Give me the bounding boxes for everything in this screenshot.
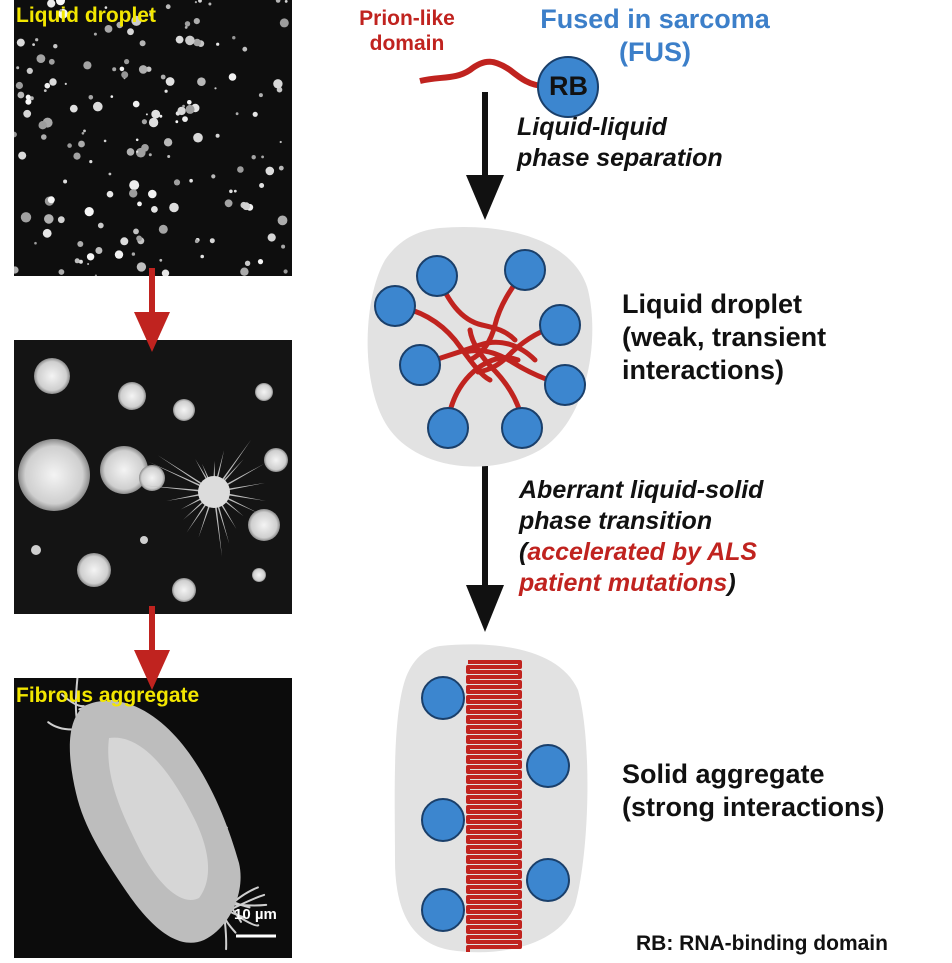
- micrograph-liquid-droplets: Liquid droplet: [14, 0, 292, 276]
- step2-line-1: Aberrant liquid-solid: [519, 476, 764, 504]
- state1-line-1: Liquid droplet: [622, 289, 802, 319]
- liquid-droplet-schematic: [367, 226, 593, 467]
- solid-aggregate-state-label: Solid aggregate (strong interactions): [622, 758, 885, 824]
- step2-als-text: accelerated by ALS: [527, 538, 758, 566]
- step2-mutations-text: patient mutations: [519, 569, 728, 597]
- step-aberrant-liquid-solid-transition: Aberrant liquid-solid phase transition (…: [519, 475, 763, 599]
- step2-open-paren: (: [519, 538, 528, 566]
- black-arrow-1: [466, 92, 504, 220]
- state2-line-1: Solid aggregate: [622, 759, 825, 789]
- transition-field: [14, 340, 292, 614]
- micrograph-fibrous-aggregate: Fibrous aggregate 10 µm: [14, 678, 292, 958]
- aggregate-field: [14, 678, 292, 958]
- step1-line-2: phase separation: [517, 144, 723, 172]
- liquid-droplet-state-label: Liquid droplet (weak, transient interact…: [622, 288, 826, 387]
- state1-line-2: (weak, transient: [622, 322, 827, 352]
- solid-aggregate-schematic: [394, 644, 588, 953]
- panel-label-fibrous-aggregate: Fibrous aggregate: [16, 684, 200, 707]
- state2-line-2: (strong interactions): [622, 792, 885, 822]
- fus-label-line-1: Fused in sarcoma: [540, 4, 770, 34]
- droplet-field: [14, 0, 292, 276]
- fus-label-line-2: (FUS): [619, 37, 691, 67]
- prion-label-line-1: Prion-like: [359, 7, 455, 30]
- rb-legend: RB: RNA-binding domain: [636, 932, 888, 955]
- step2-line-3: (accelerated by ALS: [519, 537, 763, 568]
- scale-bar-label: 10 µm: [234, 906, 277, 923]
- micrograph-transition: [14, 340, 292, 614]
- step1-line-1: Liquid-liquid: [517, 113, 667, 141]
- step2-close-paren: ): [727, 569, 736, 597]
- rb-domain-label: RB: [549, 71, 588, 101]
- state1-line-3: interactions): [622, 355, 785, 385]
- prion-label-line-2: domain: [369, 32, 445, 55]
- panel-label-liquid-droplet: Liquid droplet: [16, 4, 156, 27]
- fus-label: Fused in sarcoma (FUS): [520, 3, 790, 69]
- step2-line-2: phase transition: [519, 507, 713, 535]
- step2-line-4: patient mutations): [519, 568, 763, 599]
- black-arrow-2: [466, 466, 504, 632]
- prion-like-domain-label: Prion-like domain: [352, 6, 462, 56]
- step-liquid-liquid-phase-separation: Liquid-liquid phase separation: [517, 112, 723, 174]
